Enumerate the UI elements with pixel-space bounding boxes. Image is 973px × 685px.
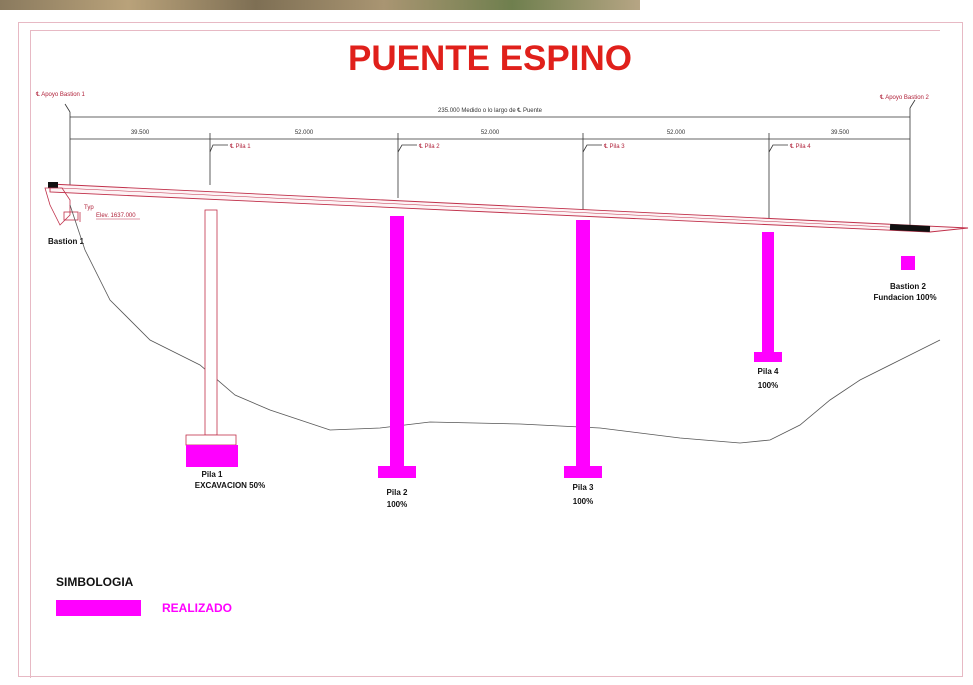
bastion1-structure bbox=[44, 187, 81, 226]
bastion1-axis-label: ℄ Apoyo Bastion 1 bbox=[35, 92, 86, 98]
pila1-status: EXCAVACION 50% bbox=[195, 481, 265, 490]
pila3-footing bbox=[564, 466, 602, 478]
pila4-structure bbox=[754, 232, 782, 362]
ground-profile bbox=[69, 204, 941, 444]
pila1-excavation-done bbox=[186, 445, 238, 467]
drawing-inner-border bbox=[30, 30, 940, 678]
deck-inner-line bbox=[59, 187, 931, 230]
legend-title: SIMBOLOGIA bbox=[56, 575, 134, 589]
bastion1-leader bbox=[64, 103, 71, 113]
bastion2-status: Fundacion 100% bbox=[873, 293, 936, 302]
span-3-label: 52.000 bbox=[481, 130, 500, 136]
drawing-title: PUENTE ESPINO bbox=[348, 39, 632, 78]
pila2-leader bbox=[397, 144, 417, 153]
pila2-label: Pila 2 bbox=[387, 488, 408, 497]
pila1-footing-outline bbox=[185, 434, 237, 446]
photo-strip bbox=[0, 0, 640, 10]
pila3-axis-label: ℄ Pila 3 bbox=[603, 144, 625, 150]
legend-label-realizado: REALIZADO bbox=[162, 601, 232, 615]
pila4-footing bbox=[754, 352, 782, 362]
span-2-label: 52.000 bbox=[295, 130, 314, 136]
bastion1-footing bbox=[63, 211, 79, 221]
pila2-column bbox=[390, 216, 404, 468]
total-length-label: 235.000 Medido o lo largo de ℄ Puente bbox=[438, 108, 543, 114]
bridge-deck bbox=[48, 182, 969, 233]
drawing-frame bbox=[18, 22, 963, 677]
pila2-status: 100% bbox=[387, 500, 407, 509]
bastion2-label: Bastion 2 bbox=[890, 282, 927, 291]
legend-swatch-realizado bbox=[56, 600, 141, 616]
pila3-leader bbox=[582, 144, 602, 153]
dimension-lines bbox=[64, 99, 916, 228]
bastion2-deck-end bbox=[889, 224, 931, 232]
pila1-axis-label: ℄ Pila 1 bbox=[229, 144, 251, 150]
typ-label: Typ bbox=[84, 205, 94, 211]
pila4-column bbox=[762, 232, 774, 354]
span-5-label: 39.500 bbox=[831, 130, 850, 136]
pila3-column bbox=[576, 220, 590, 468]
pila3-structure bbox=[564, 220, 602, 478]
pila3-label: Pila 3 bbox=[573, 483, 594, 492]
pila2-axis-label: ℄ Pila 2 bbox=[418, 144, 440, 150]
bastion1-deck-end bbox=[48, 182, 58, 188]
bastion1-outline bbox=[44, 187, 71, 226]
pila2-footing bbox=[378, 466, 416, 478]
pila4-status: 100% bbox=[758, 381, 778, 390]
deck-outline bbox=[49, 183, 969, 233]
pila4-leader bbox=[768, 144, 788, 153]
pila3-status: 100% bbox=[573, 497, 593, 506]
bastion2-axis-label: ℄ Apoyo Bastion 2 bbox=[879, 95, 930, 101]
pila1-structure bbox=[185, 209, 238, 467]
bastion2-leader bbox=[909, 99, 916, 109]
pila1-leader bbox=[209, 144, 228, 153]
elevation-label: Elev. 1637.000 bbox=[96, 213, 136, 219]
bastion2-foundation bbox=[901, 256, 915, 270]
pila4-axis-label: ℄ Pila 4 bbox=[789, 144, 811, 150]
pila2-structure bbox=[378, 216, 416, 478]
pila1-label: Pila 1 bbox=[202, 470, 223, 479]
pila4-label: Pila 4 bbox=[758, 367, 779, 376]
bastion1-label: Bastion 1 bbox=[48, 237, 85, 246]
pila1-column-outline bbox=[204, 209, 218, 436]
span-4-label: 52.000 bbox=[667, 130, 686, 136]
span-1-label: 39.500 bbox=[131, 130, 150, 136]
